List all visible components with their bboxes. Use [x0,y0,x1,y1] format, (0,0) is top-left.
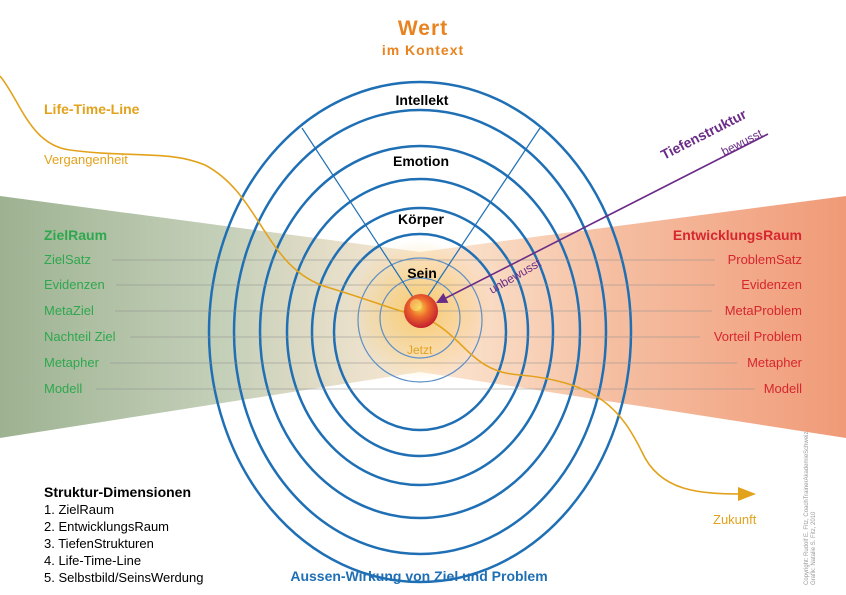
ring-label-intellekt: Intellekt [396,92,449,108]
entwicklungsraum-item: MetaProblem [725,303,802,318]
copyright-line: Copyright: Rudolf E. Fitz, CoachTrainerA… [804,431,810,585]
subtitle: im Kontext [382,42,464,58]
title: Wert [398,17,448,40]
zielraum-item: Evidenzen [44,277,105,292]
entwicklungsraum-item: Modell [764,381,802,396]
sein-core-highlight [410,299,422,311]
sein-core [404,294,438,328]
entwicklungsraum-item: Evidenzen [741,277,802,292]
struktur-item: 5. Selbstbild/SeinsWerdung [44,570,204,585]
tiefenstruktur-label: Tiefenstruktur [658,106,749,163]
entwicklungsraum-title: EntwicklungsRaum [673,227,802,243]
lifetimeline-curve [0,75,746,495]
wedge-line-left [301,127,421,309]
copyright-note: Copyright: Rudolf E. Fitz, CoachTrainerA… [804,431,818,585]
zielraum-item: Nachteil Ziel [44,329,116,344]
lifetimeline-label: Life-Time-Line [44,101,140,117]
tiefenstruktur-arrow [436,133,769,304]
ring-inner [332,232,508,432]
entwicklungsraum-item: ProblemSatz [728,252,802,267]
zielraum-item: Metapher [44,355,100,370]
copyright-line: Grafik: Natalie S. Fitz, 2010 [811,511,817,585]
struktur-heading: Struktur-Dimensionen [44,484,192,500]
now-label: Jetzt [407,343,433,357]
ring-outer [207,80,633,584]
struktur-item: 1. ZielRaum [44,502,115,517]
ring-label-emotion: Emotion [393,153,449,169]
wedge-line-right [419,127,541,309]
zielraum-item: Modell [44,381,82,396]
ring-middle [285,177,555,487]
zielraum-item: MetaZiel [44,303,94,318]
struktur-item: 3. TiefenStrukturen [44,536,154,551]
footer-caption: Aussen-Wirkung von Ziel und Problem [290,568,547,584]
struktur-dimensionen: Struktur-Dimensionen 1. ZielRaum 2. Entw… [44,484,203,586]
past-label: Vergangenheit [44,152,128,167]
ring-intellekt [232,108,608,556]
ring-sein-inner [379,277,461,359]
entwicklungsraum-item: Vorteil Problem [714,329,802,344]
ring-emotion [258,144,582,520]
ring-sein-outer [357,257,483,383]
entwicklungsraum-item: Metapher [747,355,803,370]
ring-label-koerper: Körper [398,211,444,227]
zielraum-title: ZielRaum [44,227,107,243]
struktur-item: 4. Life-Time-Line [44,553,142,568]
ring-group [207,80,633,584]
ring-group-thin [357,257,483,383]
zielraum-item: ZielSatz [44,252,91,267]
future-label: Zukunft [713,512,757,527]
ring-koerper [310,206,530,458]
ring-label-sein: Sein [407,265,437,281]
lifetimeline-arrowhead [738,487,756,501]
struktur-item: 2. EntwicklungsRaum [44,519,169,534]
